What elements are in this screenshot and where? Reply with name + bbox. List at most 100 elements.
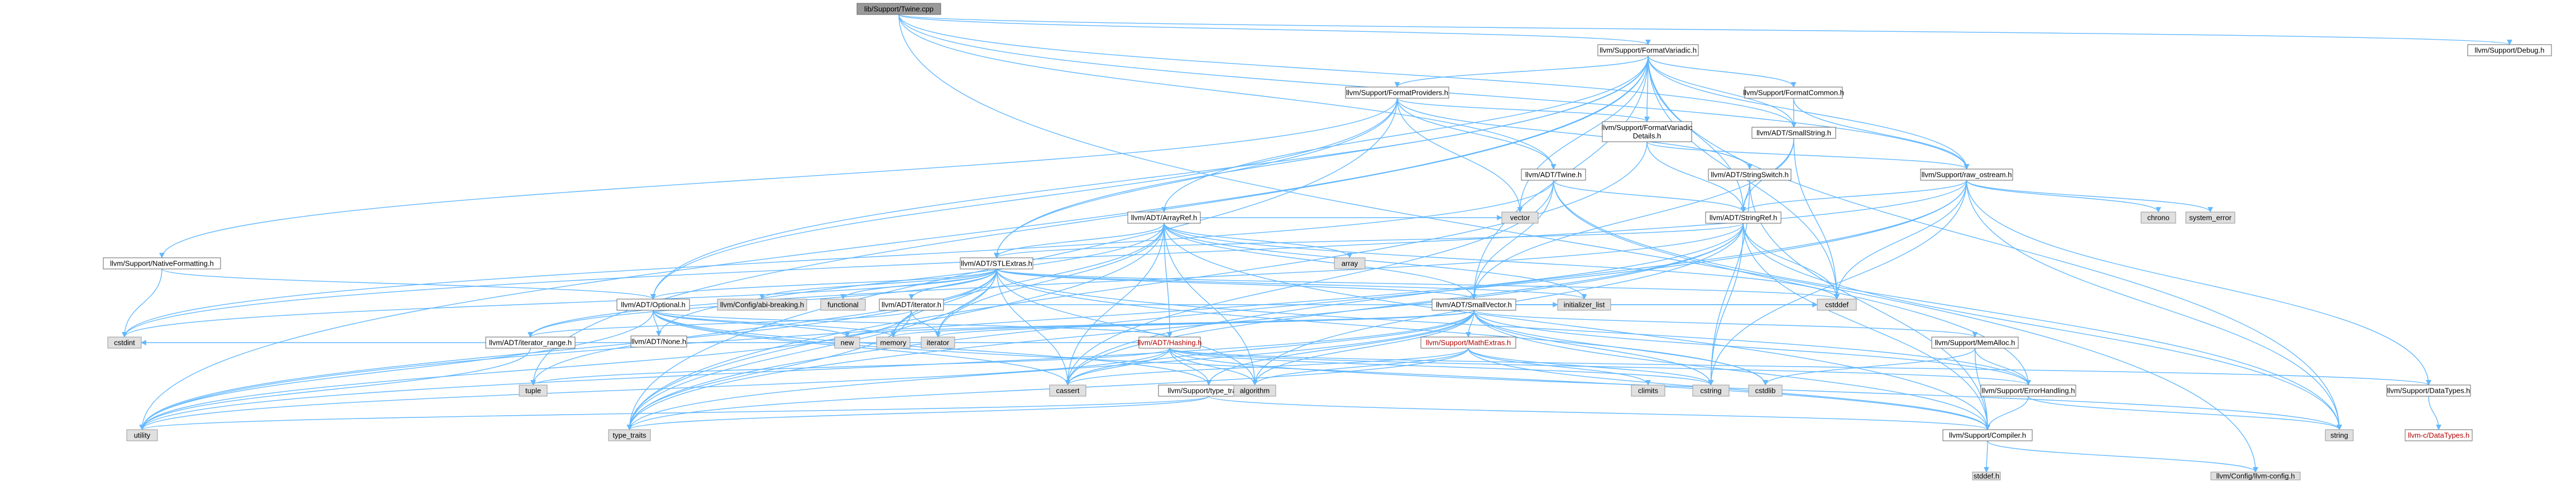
include-edge [1985, 396, 2029, 430]
node-box [616, 299, 690, 311]
include-edge [890, 268, 997, 338]
node-typetraits-std[interactable]: type_traits [608, 429, 651, 441]
include-edge [139, 310, 654, 430]
node-stlextras[interactable]: llvm/ADT/STLExtras.h [960, 257, 1033, 270]
node-cstdlib[interactable]: cstdlib [1748, 384, 1783, 397]
node-datatypes[interactable]: llvm/Support/DataTypes.h [2386, 384, 2471, 397]
node-cstdint[interactable]: cstdint [107, 336, 142, 349]
node-box [1705, 211, 1782, 224]
node-cdatatypes[interactable]: llvm-c/DataTypes.h [2405, 429, 2473, 441]
node-arrayref[interactable]: llvm/ADT/ArrayRef.h [1127, 211, 1201, 224]
node-memory[interactable]: memory [876, 336, 911, 349]
node-cstring[interactable]: cstring [1692, 384, 1730, 397]
include-edge [122, 268, 162, 338]
node-cassert[interactable]: cassert [1049, 384, 1086, 397]
node-adtiterator[interactable]: llvm/ADT/iterator.h [879, 299, 944, 311]
include-edge [1206, 310, 1474, 386]
node-tuple[interactable]: tuple [519, 384, 548, 397]
node-label: llvm/ADT/iterator_range.h [489, 339, 572, 347]
node-stddef[interactable]: stddef.h [1972, 472, 2001, 480]
include-edge [1396, 98, 1523, 213]
node-abibreaking[interactable]: llvm/Config/abi-breaking.h [717, 299, 807, 311]
node-hashing[interactable]: llvm/ADT/Hashing.h [1138, 336, 1202, 349]
include-edge [1065, 310, 1474, 386]
include-edge [996, 268, 1587, 300]
node-memalloc[interactable]: llvm/Support/MemAlloc.h [1931, 336, 2019, 349]
node-iterator[interactable]: iterator [921, 336, 955, 349]
node-box [1942, 429, 2033, 441]
node-iterrange[interactable]: llvm/ADT/iterator_range.h [485, 336, 576, 349]
include-edge [1396, 98, 1753, 170]
node-label: cstdlib [1755, 387, 1776, 395]
node-nativeformatting[interactable]: llvm/Support/NativeFormatting.h [103, 257, 221, 270]
node-initlist[interactable]: initializer_list [1557, 299, 1611, 311]
node-label: llvm/Support/type_traits.h [1168, 387, 1250, 395]
node-cstddef[interactable]: cstddef [1817, 299, 1857, 311]
node-none[interactable]: llvm/ADT/None.h [630, 335, 687, 348]
include-edge [653, 310, 1990, 430]
include-edge [996, 268, 2031, 386]
node-box [1751, 127, 1836, 139]
include-edge [1742, 223, 2342, 430]
node-formatvariadic[interactable]: llvm/Support/FormatVariadic.h [1597, 44, 1699, 56]
node-systemerror[interactable]: system_error [2185, 211, 2235, 224]
node-box [1602, 121, 1692, 142]
node-label: string [2330, 431, 2348, 440]
node-twineh[interactable]: llvm/ADT/Twine.h [1521, 169, 1586, 181]
include-edge [528, 223, 1744, 338]
include-edge [1065, 348, 1469, 386]
node-stringref[interactable]: llvm/ADT/StringRef.h [1705, 211, 1782, 224]
include-edge [1648, 55, 1746, 213]
include-edge [159, 98, 1398, 258]
include-edge [1966, 180, 2213, 213]
node-box [1817, 299, 1857, 311]
include-edge [1252, 348, 1469, 386]
node-optional[interactable]: llvm/ADT/Optional.h [616, 299, 690, 311]
node-box [921, 336, 955, 349]
node-new[interactable]: new [834, 336, 860, 349]
node-climits[interactable]: climits [1631, 384, 1665, 397]
node-formatcommon[interactable]: llvm/Support/FormatCommon.h [1743, 86, 1844, 99]
include-edge [626, 348, 1469, 430]
include-edge [1065, 348, 1170, 386]
node-label: llvm/ADT/SmallString.h [1756, 129, 1831, 137]
node-box [1972, 472, 2001, 480]
node-box [876, 336, 911, 349]
node-string[interactable]: string [2325, 429, 2354, 441]
node-formatproviders[interactable]: llvm/Support/FormatProviders.h [1345, 86, 1449, 99]
node-chrono[interactable]: chrono [2141, 211, 2176, 224]
node-mathextras[interactable]: llvm/Support/MathExtras.h [1420, 336, 1516, 349]
node-debug[interactable]: llvm/Support/Debug.h [2467, 44, 2552, 56]
node-label: memory [880, 339, 907, 347]
include-edge [1065, 223, 1165, 386]
include-edge [1396, 98, 1650, 122]
node-stringswitch[interactable]: llvm/ADT/StringSwitch.h [1708, 169, 1792, 181]
node-smallvector[interactable]: llvm/ADT/SmallVector.h [1431, 299, 1516, 311]
node-algorithm[interactable]: algorithm [1233, 384, 1276, 397]
node-functional[interactable]: functional [820, 299, 866, 311]
node-label: llvm/Support/FormatCommon.h [1743, 89, 1844, 97]
node-utility[interactable]: utility [126, 429, 158, 441]
node-label: llvm/ADT/STLExtras.h [961, 259, 1032, 268]
include-edge [122, 268, 997, 338]
include-edge [530, 55, 1649, 386]
node-array[interactable]: array [1334, 257, 1366, 270]
include-edge [626, 396, 1209, 430]
include-edge [139, 55, 1649, 430]
node-twinecpp[interactable]: lib/Support/Twine.cpp [856, 3, 941, 15]
node-errorhandling[interactable]: llvm/Support/ErrorHandling.h [1980, 384, 2076, 397]
node-compiler[interactable]: llvm/Support/Compiler.h [1942, 429, 2033, 441]
node-vector[interactable]: vector [1501, 211, 1539, 224]
node-rawostream[interactable]: llvm/Support/raw_ostream.h [1920, 169, 2013, 181]
include-edge [1163, 223, 1990, 430]
include-edge [1793, 138, 1840, 300]
include-edge [626, 223, 1744, 430]
include-edge [845, 310, 1474, 338]
node-box [1138, 336, 1201, 349]
node-smallstring[interactable]: llvm/ADT/SmallString.h [1751, 127, 1836, 139]
include-edge [1471, 138, 1794, 300]
include-edge [530, 348, 1170, 386]
include-edge [1648, 55, 1797, 128]
node-llvmconfig[interactable]: llvm/Config/llvm-config.h [2210, 472, 2301, 480]
